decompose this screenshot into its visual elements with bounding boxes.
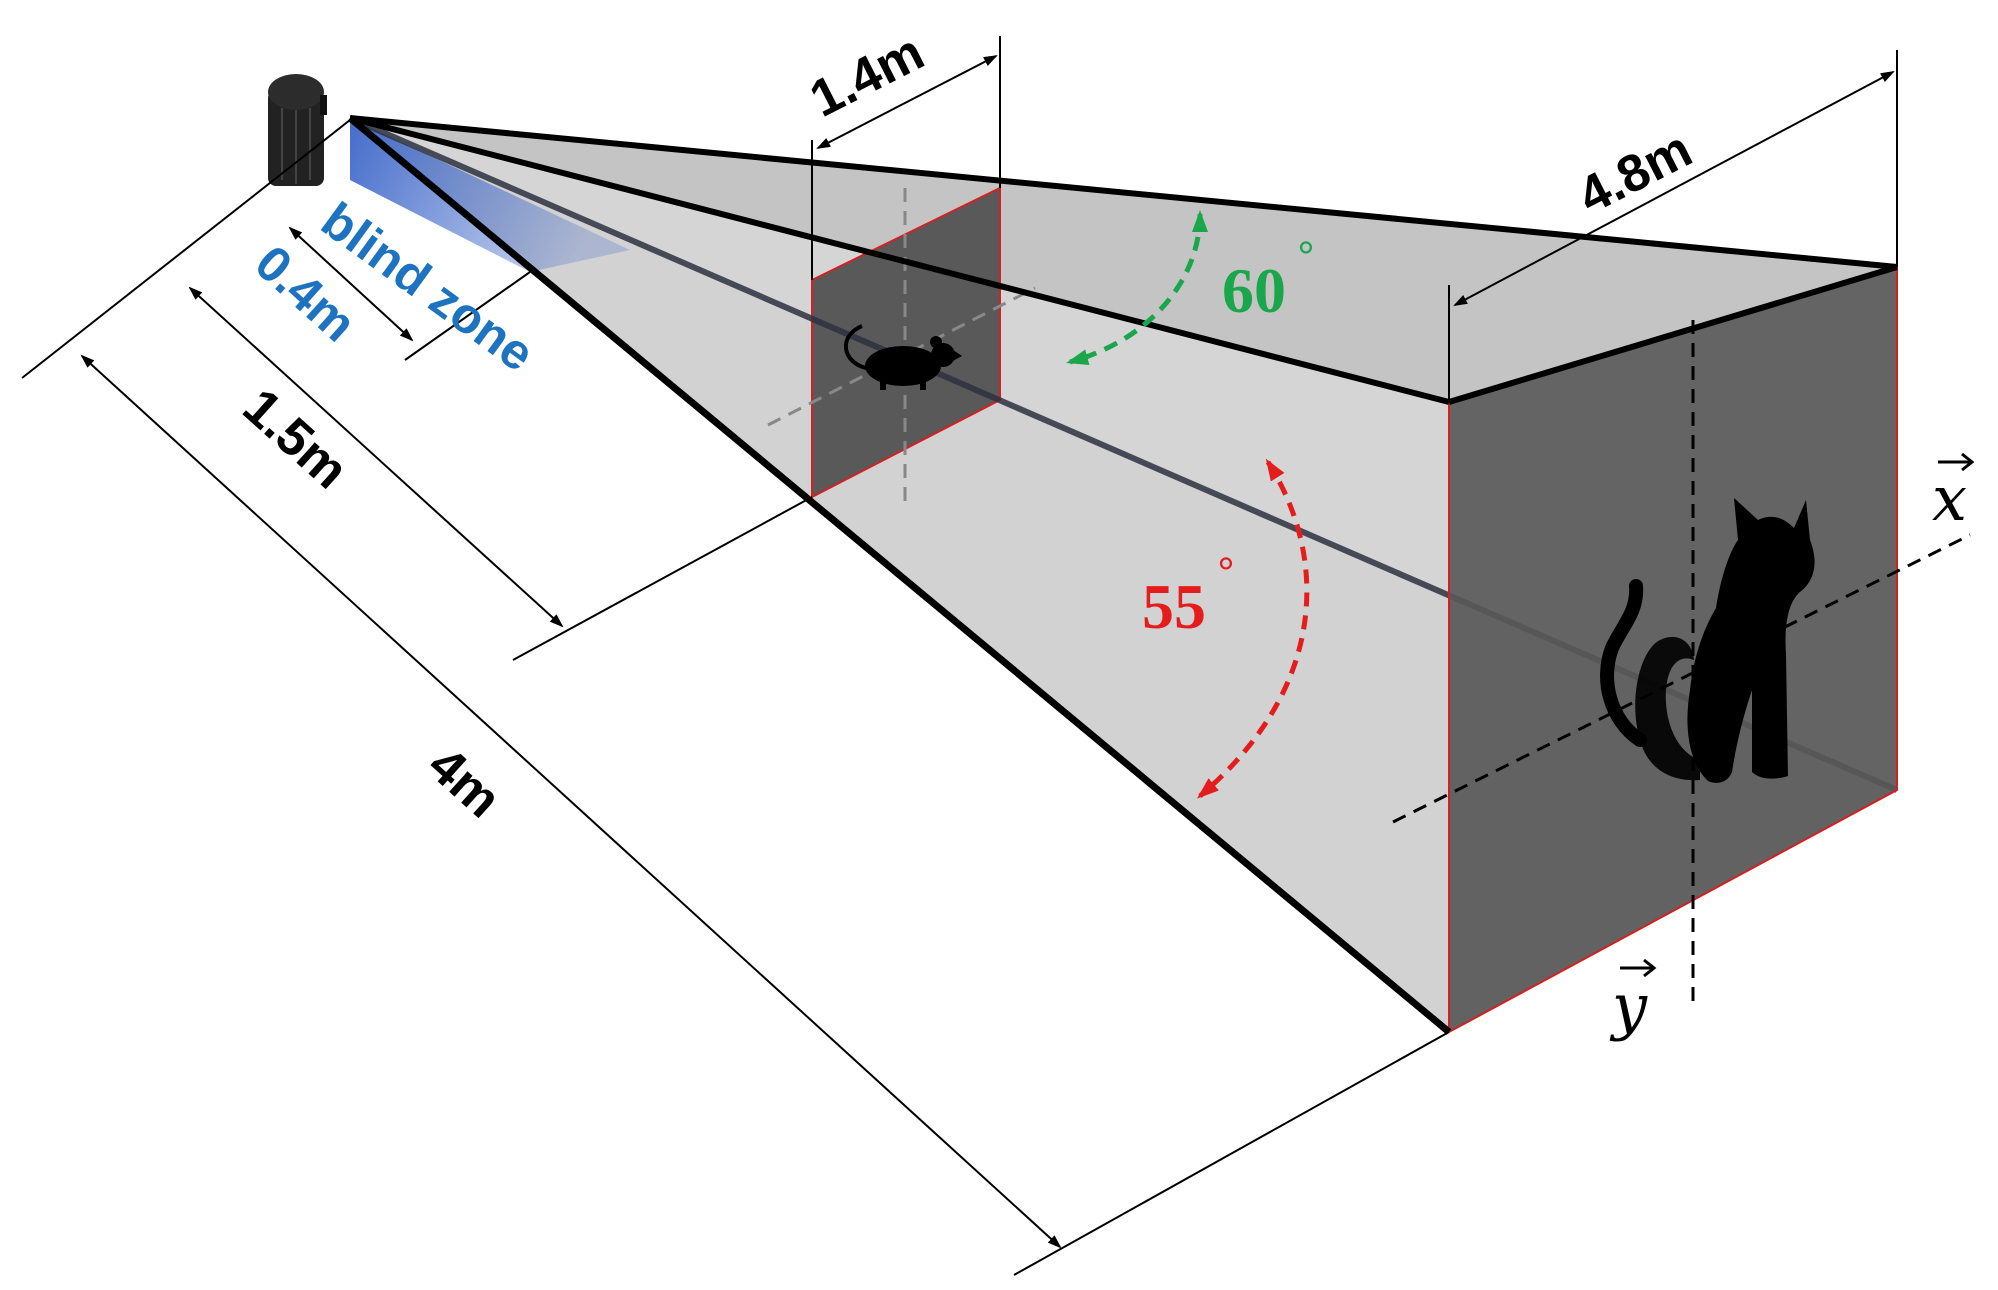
svg-text:°: ° bbox=[1218, 548, 1234, 593]
radar-sensor-icon bbox=[268, 74, 327, 186]
far-distance-label: 4m bbox=[417, 736, 512, 829]
svg-text:55: 55 bbox=[1142, 571, 1206, 642]
blind-zone-area bbox=[350, 118, 630, 272]
angle-55-label: 55 ° bbox=[1142, 548, 1234, 642]
far-window-h-axis bbox=[1392, 533, 1971, 824]
svg-text:°: ° bbox=[1298, 232, 1314, 277]
angle-60-arc bbox=[1066, 210, 1208, 365]
angle-60-label: 60 ° bbox=[1222, 232, 1314, 326]
y-axis-label: y bbox=[1609, 958, 1657, 1043]
near-width-label: 1.4m bbox=[801, 23, 933, 128]
frustum-edge-mid bbox=[349, 115, 1450, 405]
angle-55-arc bbox=[1196, 458, 1310, 799]
near-distance-label: 1.5m bbox=[232, 378, 359, 500]
svg-text:60: 60 bbox=[1222, 255, 1286, 326]
dimension-lines bbox=[21, 36, 1898, 1276]
svg-text:y: y bbox=[1609, 970, 1648, 1043]
svg-text:x: x bbox=[1932, 462, 1967, 535]
x-axis-label: x bbox=[1932, 452, 1975, 535]
cat-icon bbox=[1600, 498, 1815, 783]
